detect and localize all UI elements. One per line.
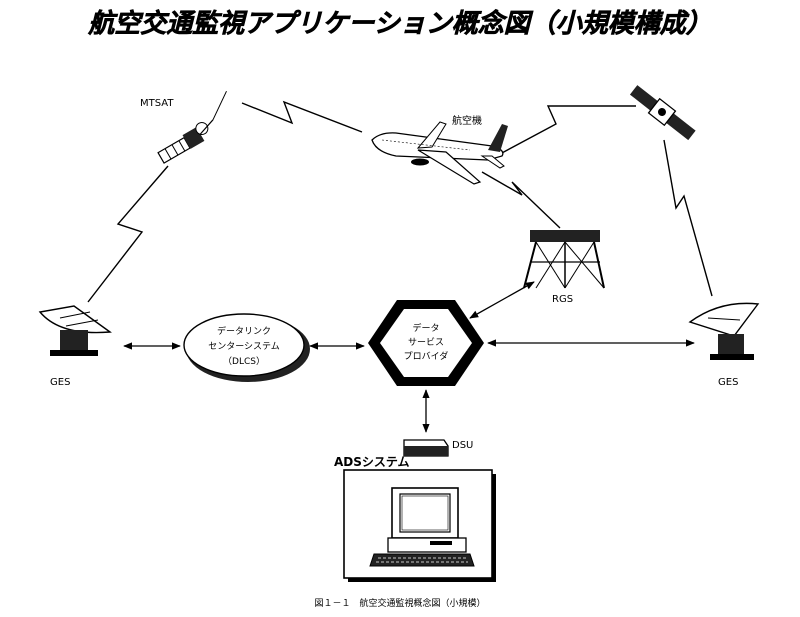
radio-link-aircraft-satellite-right [499,105,636,155]
diagram-title: 航空交通監視アプリケーション概念図（小規模構成） [87,9,711,39]
dsp-label-line2: サービス [408,337,444,348]
dlcs-label-line2: センターシステム [208,341,280,352]
dlcs-label-line1: データリンク [217,325,271,337]
satellite-right-icon [629,85,696,141]
dsu-device-icon [403,439,449,457]
radio-link-satellite-right-ges-right [663,139,713,297]
aircraft-label: 航空機 [452,114,482,127]
ges-right-label: GES [718,377,738,388]
rgs-label: RGS [552,294,573,305]
ges-left-label: GES [50,377,70,388]
dsp-label-line1: データ [412,322,439,334]
rgs-tower-icon [523,230,605,289]
dsu-label: DSU [452,440,473,451]
radio-link-mtsat-aircraft [241,100,363,133]
data-service-provider-node [368,300,484,386]
mtsat-label: MTSAT [140,98,174,109]
radio-link-aircraft-rgs [481,171,561,229]
dlcs-node [183,313,310,382]
ges-right-dish-icon [688,302,760,360]
ads-system-label: ADSシステム [334,455,410,469]
mtsat-satellite-icon [157,91,227,164]
link-dsp-rgs [469,281,535,319]
aircraft-icon [371,121,508,185]
dlcs-label-line3: （DLCS） [223,356,265,367]
figure-caption: 図１－１ 航空交通監視概念図（小規模） [314,597,485,609]
radio-link-ges-left-mtsat [87,165,169,303]
ges-left-dish-icon [38,305,112,356]
dsp-label-line3: プロバイダ [404,350,449,362]
computer-terminal-icon [369,487,475,567]
